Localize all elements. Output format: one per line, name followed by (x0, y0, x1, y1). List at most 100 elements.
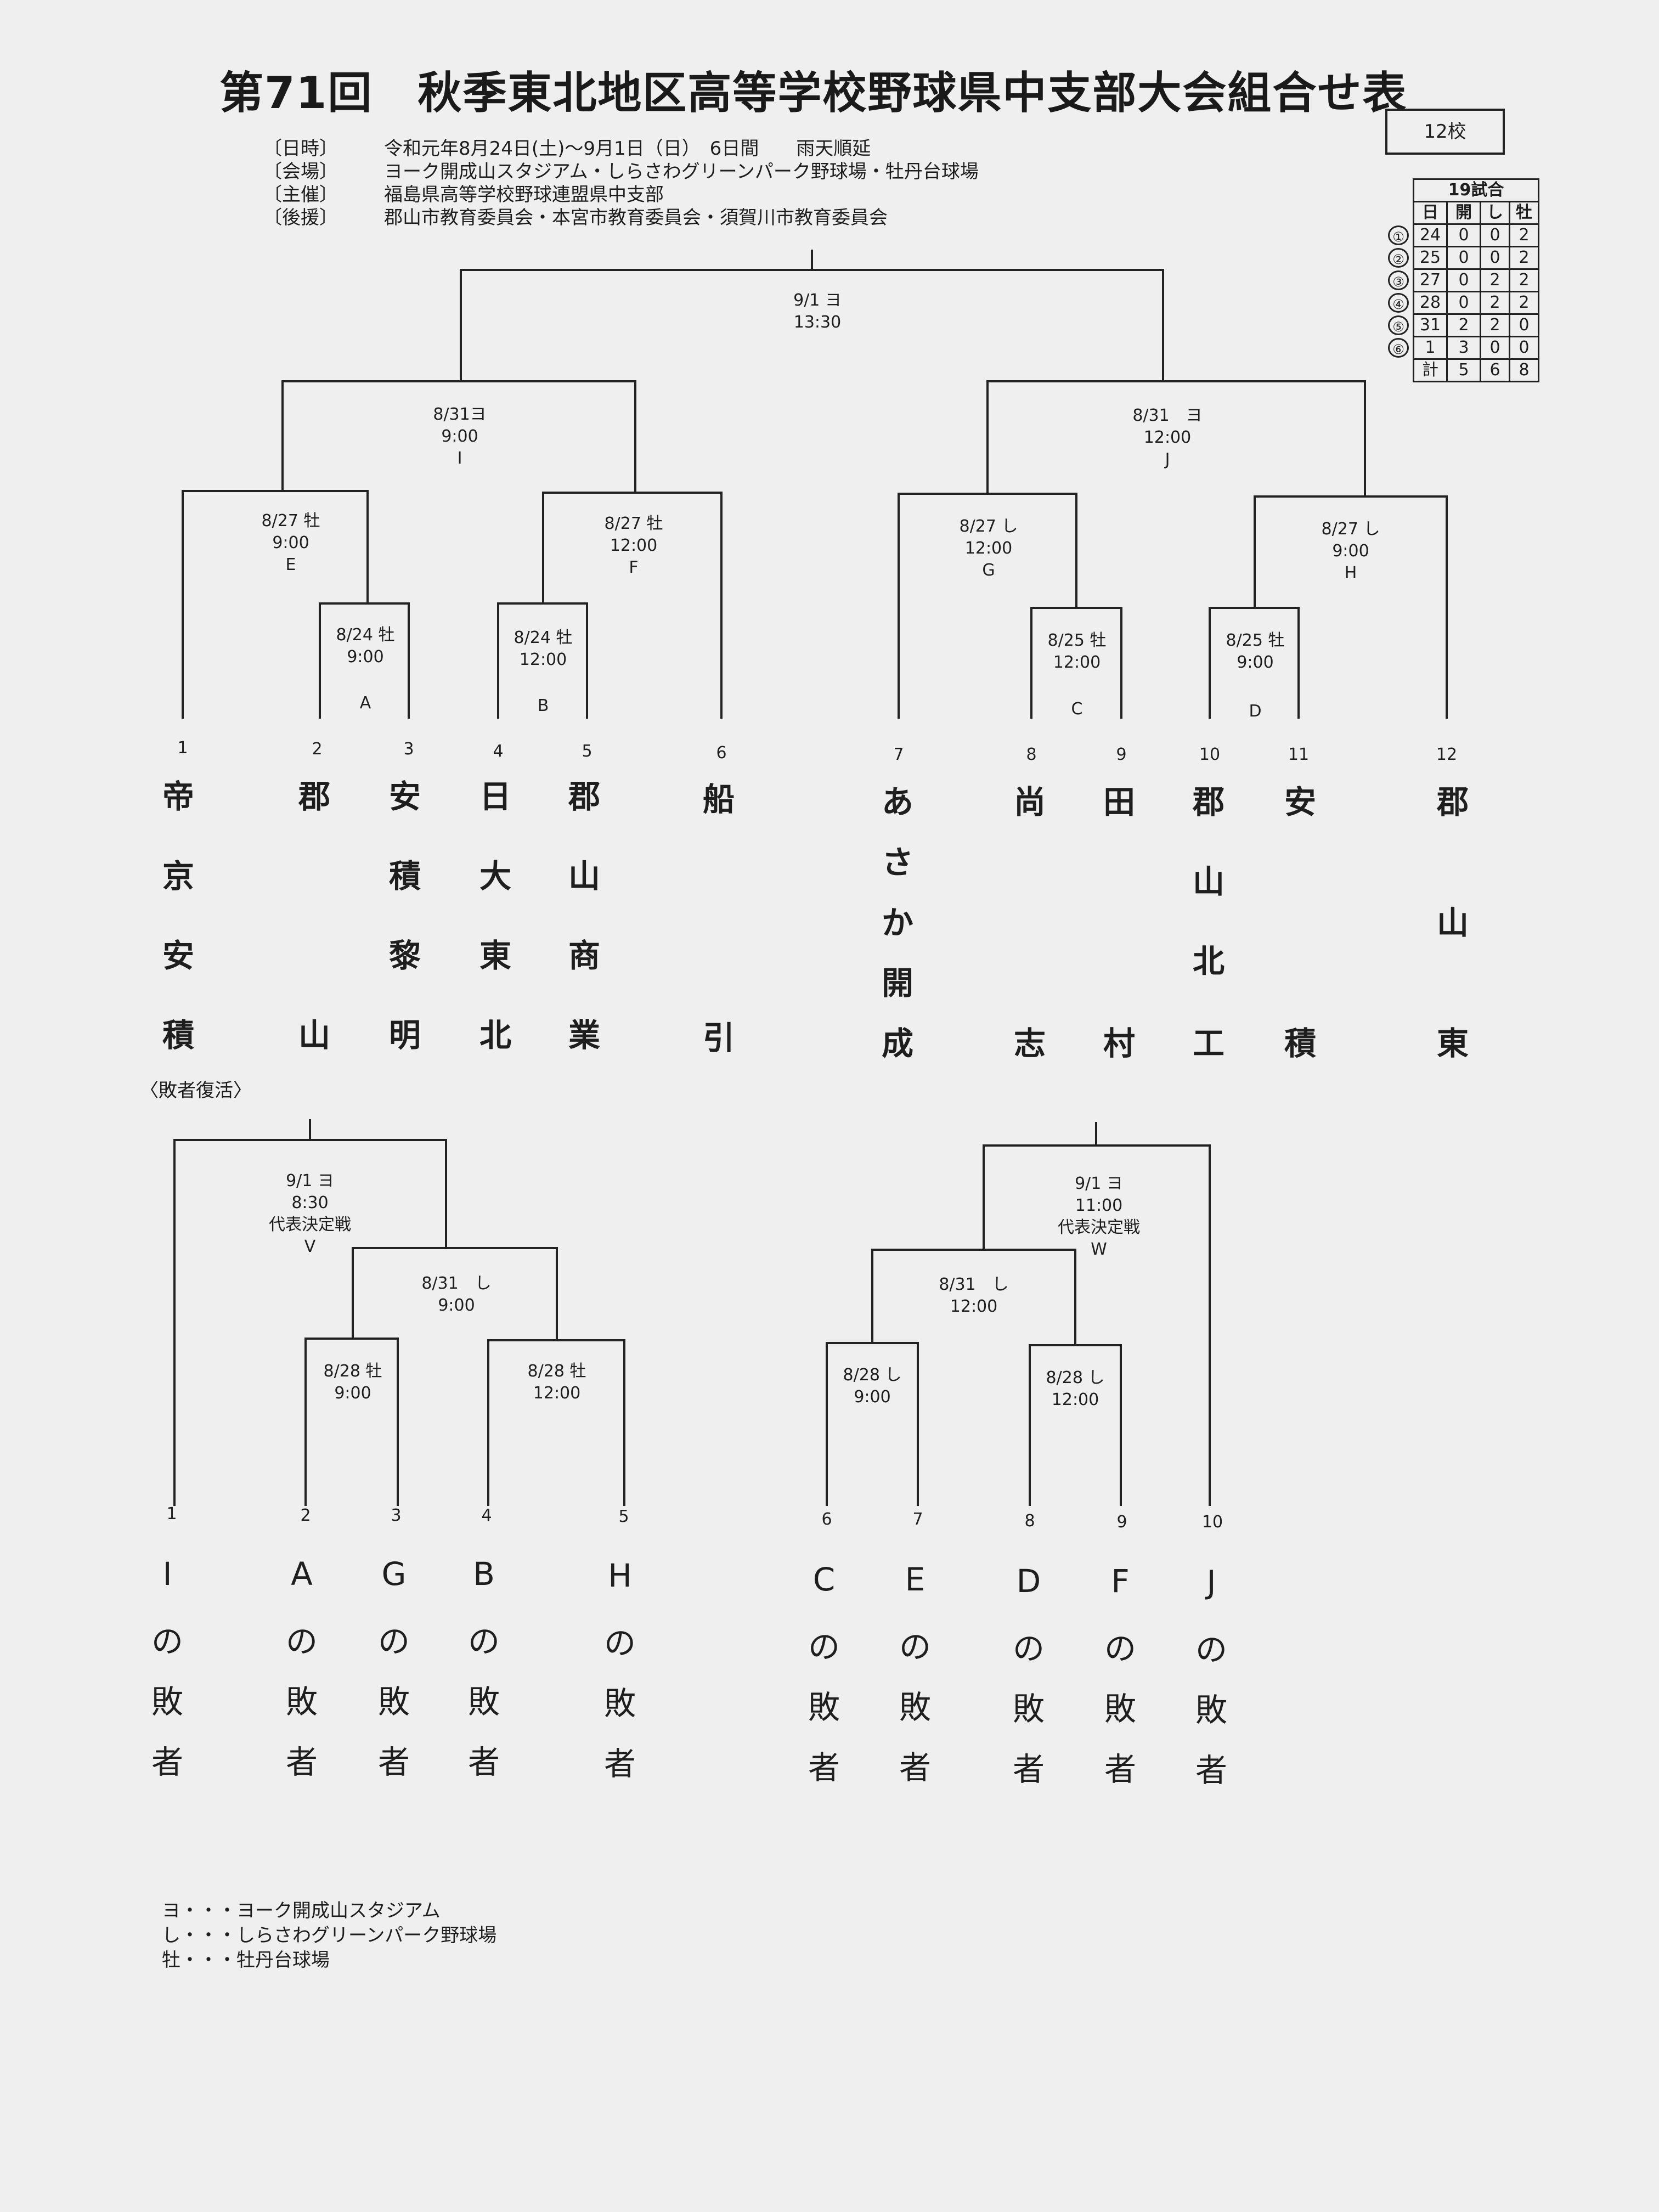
stats-cell: 2 (1480, 268, 1510, 292)
info-value-support: 郡山市教育委員会・本宮市教育委員会・須賀川市教育委員会 (384, 207, 888, 229)
team-number: 1 (177, 738, 188, 758)
info-value-venue: ヨーク開成山スタジアム・しらさわグリーンパーク野球場・牡丹台球場 (384, 161, 979, 183)
row-number: ① (1388, 225, 1409, 245)
page-title: 第71回 秋季東北地区高等学校野球県中支部大会組合せ表 (219, 67, 1408, 119)
match-label-w: 9/1 ヨ 11:00 代表決定戦 W (1058, 1174, 1140, 1259)
bracket-line (986, 380, 1366, 496)
bracket-line (497, 602, 588, 719)
match-label-i: 8/31ヨ 9:00 I (433, 405, 487, 468)
stats-cell: 1 (1413, 336, 1448, 360)
team-number: 2 (312, 740, 323, 759)
info-value-host: 福島県高等学校野球連盟県中支部 (384, 184, 664, 206)
stats-cell: 31 (1413, 313, 1448, 337)
stats-cell: 0 (1509, 313, 1539, 337)
bracket-line (460, 269, 1164, 381)
bracket-line (352, 1247, 558, 1340)
match-label-a: 8/24 牡 9:00 (336, 625, 395, 667)
match-label-g: 8/27 し 12:00 G (959, 517, 1018, 580)
match-label-rep: 8/31 し 9:00 (421, 1274, 492, 1315)
stats-cell: 2 (1509, 268, 1539, 292)
loser-number: 8 (1024, 1511, 1035, 1531)
team-number: 12 (1436, 745, 1458, 764)
match-label-rep: 8/28 し 12:00 (1046, 1368, 1105, 1409)
loser-number: 5 (618, 1507, 629, 1526)
bracket-line (826, 1342, 919, 1506)
bracket-line (281, 380, 636, 493)
bracket-line (319, 602, 410, 719)
match-code-d: D (1249, 702, 1262, 721)
team-number: 8 (1026, 745, 1037, 764)
stats-cell: 0 (1446, 246, 1481, 270)
match-label-h: 8/27 し 9:00 H (1321, 520, 1380, 583)
row-number: ④ (1388, 293, 1409, 313)
info-label-date: 〔日時〕 (263, 138, 338, 160)
match-label-f: 8/27 牡 12:00 F (604, 514, 663, 577)
loser-number: 7 (912, 1510, 923, 1529)
school-count-box: 12校 (1385, 109, 1505, 155)
stats-cell: 24 (1413, 223, 1448, 247)
team-number: 3 (403, 740, 414, 759)
bracket-line (1254, 495, 1448, 719)
info-label-support: 〔後援〕 (263, 207, 338, 229)
stats-cell: 0 (1480, 246, 1510, 270)
bracket-line (898, 493, 1077, 719)
match-label-rep: 8/28 し 9:00 (843, 1365, 902, 1407)
team-number: 7 (893, 745, 904, 764)
stats-cell: 0 (1446, 268, 1481, 292)
row-number: ② (1388, 248, 1409, 268)
team-number: 11 (1288, 745, 1310, 764)
stats-cell: 6 (1480, 358, 1510, 382)
match-label-e: 8/27 牡 9:00 E (261, 511, 320, 574)
legend-shirasawa: し・・・しらさわグリーンパーク野球場 (162, 1925, 497, 1946)
loser-number: 6 (821, 1510, 832, 1529)
row-number: ③ (1388, 270, 1409, 290)
stats-header: 牡 (1509, 201, 1539, 225)
stats-cell: 0 (1480, 336, 1510, 360)
match-code-b: B (537, 696, 549, 715)
bracket-line (1030, 607, 1122, 719)
match-label-rep: 8/28 牡 12:00 (527, 1362, 586, 1403)
match-label-rep: 8/28 牡 9:00 (323, 1362, 382, 1403)
stats-cell: 3 (1446, 336, 1481, 360)
bracket-line (182, 490, 369, 719)
stats-cell: 25 (1413, 246, 1448, 270)
row-number: ⑤ (1388, 315, 1409, 335)
stats-header: 日 (1413, 201, 1448, 225)
stats-cell: 2 (1509, 291, 1539, 315)
stats-header: し (1480, 201, 1510, 225)
loser-number: 1 (166, 1504, 177, 1523)
stats-title: 19試合 (1413, 178, 1539, 202)
loser-number: 4 (481, 1506, 492, 1525)
match-code-c: C (1071, 699, 1083, 719)
match-code-a: A (359, 693, 371, 713)
stats-cell: 28 (1413, 291, 1448, 315)
team-number: 4 (493, 742, 504, 761)
bracket-line (1209, 607, 1300, 719)
bracket-line (173, 1139, 447, 1506)
team-number: 6 (716, 743, 727, 763)
bracket-line (871, 1249, 1076, 1345)
loser-number: 2 (300, 1506, 311, 1525)
stats-cell: 2 (1509, 223, 1539, 247)
loser-number: 9 (1116, 1513, 1127, 1532)
stats-cell: 8 (1509, 358, 1539, 382)
loser-number: 3 (391, 1506, 402, 1525)
team-number: 10 (1199, 745, 1221, 764)
info-label-venue: 〔会場〕 (263, 161, 338, 183)
bracket-line (983, 1144, 1211, 1506)
stats-cell: 5 (1446, 358, 1481, 382)
info-value-date: 令和元年8月24日(土)～9月1日（日） 6日間 雨天順延 (384, 138, 871, 160)
bracket-line (1029, 1344, 1122, 1506)
stats-cell: 2 (1480, 313, 1510, 337)
team-number: 5 (582, 742, 592, 761)
team-number: 9 (1116, 745, 1127, 764)
match-label-rep: 8/31 し 12:00 (939, 1275, 1009, 1316)
repechage-label: 〈敗者復活〉 (140, 1080, 252, 1102)
stats-cell: 2 (1509, 246, 1539, 270)
loser-number: 10 (1201, 1513, 1223, 1532)
stats-cell: 2 (1480, 291, 1510, 315)
match-label-b: 8/24 牡 12:00 (514, 628, 573, 669)
match-label-j: 8/31 ヨ 12:00 J (1132, 406, 1203, 469)
